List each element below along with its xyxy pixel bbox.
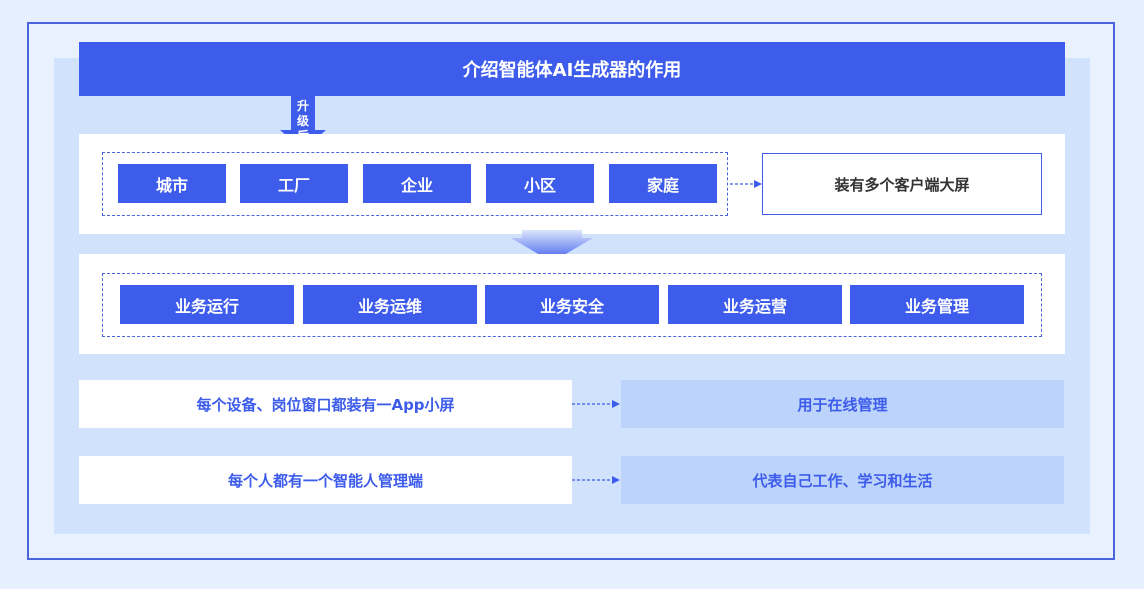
- business-maintenance: 业务运维: [303, 285, 477, 324]
- scene-home: 家庭: [609, 164, 717, 203]
- represent-self-row: 代表自己工作、学习和生活: [621, 456, 1064, 504]
- business-group: [102, 273, 1042, 337]
- device-app-row: 每个设备、岗位窗口都装有一App小屏: [79, 380, 572, 428]
- business-run: 业务运行: [120, 285, 294, 324]
- scene-enterprise: 企业: [363, 164, 471, 203]
- client-screens-box: 装有多个客户端大屏: [762, 153, 1042, 215]
- scenes-group: [102, 152, 728, 216]
- scene-factory: 工厂: [240, 164, 348, 203]
- online-management-row: 用于在线管理: [621, 380, 1064, 428]
- scene-community: 小区: [486, 164, 594, 203]
- business-security: 业务安全: [485, 285, 659, 324]
- page-title: 介绍智能体AI生成器的作用: [79, 42, 1065, 96]
- personal-terminal-row: 每个人都有一个智能人管理端: [79, 456, 572, 504]
- business-management: 业务管理: [850, 285, 1024, 324]
- scene-city: 城市: [118, 164, 226, 203]
- business-operation: 业务运营: [668, 285, 842, 324]
